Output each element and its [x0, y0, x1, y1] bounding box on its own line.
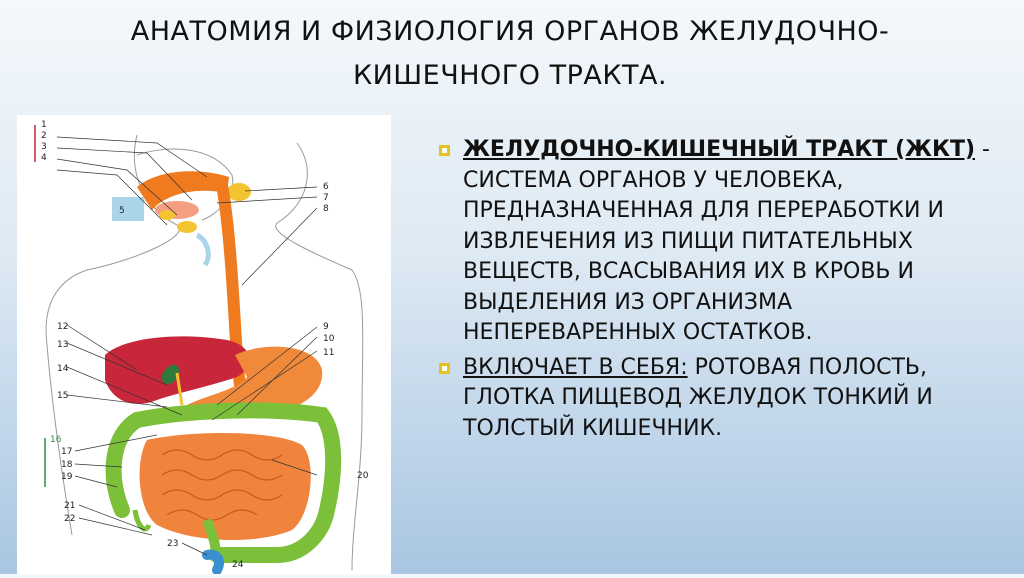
larynx	[195, 232, 211, 267]
bullet-square-icon	[439, 362, 450, 374]
label-3: 3	[41, 142, 47, 152]
slide-title-line-2: КИШЕЧНОГО ТРАКТА.	[352, 60, 668, 91]
label-5-box	[112, 197, 144, 221]
stomach	[187, 346, 323, 417]
bile-duct	[175, 372, 184, 406]
text-content: ЖЕЛУДОЧНО-КИШЕЧНЫЙ ТРАКТ (ЖКТ) - СИСТЕМА…	[438, 135, 1008, 444]
label-9: 9	[323, 322, 329, 332]
label-22: 22	[64, 514, 75, 524]
small-intestine-folds	[161, 449, 283, 521]
label-8: 8	[323, 204, 329, 214]
submandibular-gland	[159, 210, 175, 220]
label-13: 13	[57, 340, 68, 350]
label-4: 4	[41, 153, 47, 163]
digestive-system-diagram: 1 2 3 4 5 6 7 8 9 10 11 12 13 14 15 16 1…	[17, 115, 391, 575]
leader-lines	[56, 136, 318, 556]
bullet-definition: ЖЕЛУДОЧНО-КИШЕЧНЫЙ ТРАКТ (ЖКТ) - СИСТЕМА…	[438, 135, 1008, 349]
label-10: 10	[323, 334, 335, 344]
label-24: 24	[232, 560, 244, 570]
label-6: 6	[323, 182, 329, 192]
slide-title: АНАТОМИЯ И ФИЗИОЛОГИЯ ОРГАНОВ ЖЕЛУДОЧНО-…	[40, 10, 980, 98]
definition-text: - СИСТЕМА ОРГАНОВ У ЧЕЛОВЕКА, ПРЕДНАЗНАЧ…	[463, 137, 990, 345]
label-1: 1	[41, 120, 47, 130]
bullet-includes: ВКЛЮЧАЕТ В СЕБЯ: РОТОВАЯ ПОЛОСТЬ, ГЛОТКА…	[438, 353, 1008, 445]
digestive-system-illustration: 1 2 3 4 5 6 7 8 9 10 11 12 13 14 15 16 1…	[34, 120, 369, 575]
label-19: 19	[61, 472, 73, 482]
gallbladder	[162, 364, 180, 385]
label-14: 14	[57, 364, 69, 374]
label-2: 2	[41, 131, 47, 141]
sublingual-gland	[177, 221, 197, 233]
label-11: 11	[323, 348, 334, 358]
label-20: 20	[357, 471, 369, 481]
body-outline-right	[275, 142, 364, 571]
label-21: 21	[64, 501, 75, 511]
label-16: 16	[50, 435, 62, 445]
term-includes: ВКЛЮЧАЕТ В СЕБЯ:	[463, 354, 688, 380]
label-12: 12	[57, 322, 68, 332]
label-18: 18	[61, 460, 73, 470]
label-5: 5	[119, 206, 125, 216]
small-intestine	[139, 433, 311, 541]
bullet-square-icon	[439, 145, 450, 156]
anal-canal	[202, 549, 224, 575]
label-15: 15	[57, 391, 68, 401]
slide-title-line-1: АНАТОМИЯ И ФИЗИОЛОГИЯ ОРГАНОВ ЖЕЛУДОЧНО-	[130, 16, 890, 47]
label-17: 17	[61, 447, 72, 457]
term-gi-tract: ЖЕЛУДОЧНО-КИШЕЧНЫЙ ТРАКТ (ЖКТ)	[463, 137, 976, 162]
parotid-gland	[227, 183, 251, 201]
large-intestine	[105, 402, 342, 563]
esophagus	[216, 179, 248, 401]
includes-text: РОТОВАЯ ПОЛОСТЬ, ГЛОТКА ПИЩЕВОД ЖЕЛУДОК …	[463, 354, 933, 441]
appendix	[132, 509, 152, 532]
face-outline	[136, 148, 234, 221]
label-7: 7	[323, 193, 329, 203]
label-23: 23	[167, 539, 178, 549]
